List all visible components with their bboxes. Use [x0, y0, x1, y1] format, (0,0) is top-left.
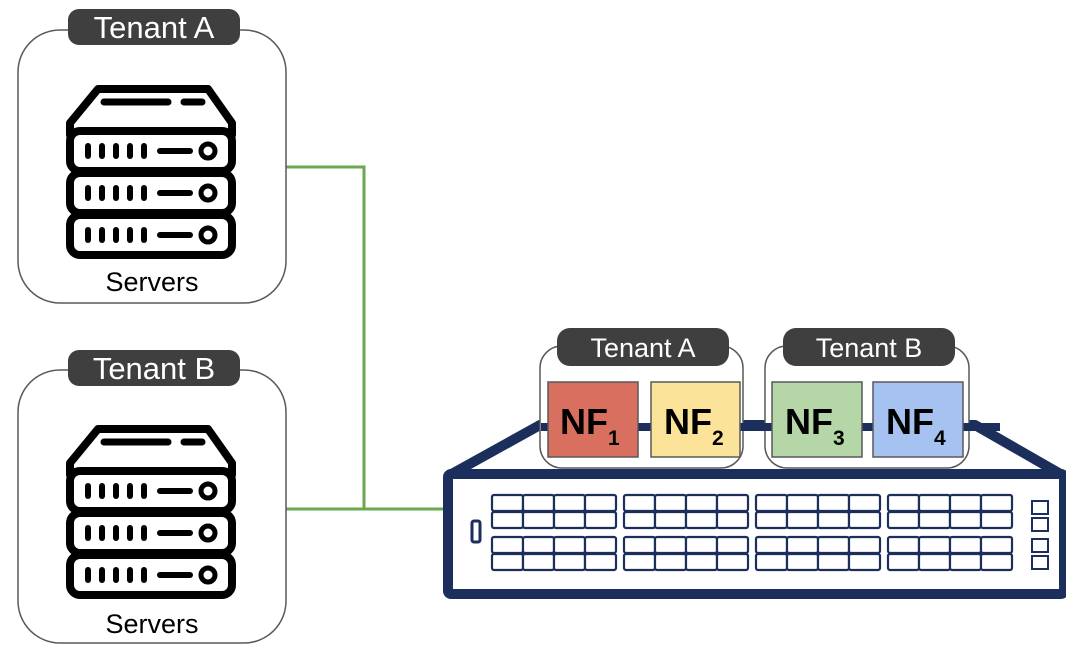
switch-port — [754, 535, 789, 555]
switch-port — [715, 510, 750, 530]
switch-port — [622, 535, 657, 555]
switch-port — [715, 535, 750, 555]
network-links — [286, 165, 446, 511]
switch-port — [816, 552, 851, 572]
switch-port — [653, 535, 688, 555]
ethernet-port-icon — [1031, 517, 1049, 532]
switch-port — [583, 552, 618, 572]
server-rack-icon — [66, 85, 236, 259]
server-group-tenant-a: Tenant A — [17, 9, 287, 304]
servers-caption: Servers — [105, 267, 198, 297]
nf-box-2 — [650, 381, 741, 458]
switch-port — [490, 535, 525, 555]
switch-port — [816, 493, 851, 513]
switch-port — [754, 510, 789, 530]
switch-port — [948, 493, 983, 513]
tenant-label: Tenant B — [816, 333, 923, 363]
switch-port — [552, 510, 587, 530]
switch-port — [684, 493, 719, 513]
switch-port — [521, 493, 556, 513]
switch-port — [816, 535, 851, 555]
switch-port — [979, 510, 1014, 530]
switch-tenant-b: Tenant B NF3 NF4 — [741, 328, 1000, 469]
switch-port — [847, 535, 882, 555]
switch-port — [521, 510, 556, 530]
switch-port — [886, 552, 921, 572]
tenant-label-pill — [68, 9, 240, 45]
switch-port — [917, 535, 952, 555]
switch-port — [917, 493, 952, 513]
switch-port — [653, 552, 688, 572]
switch-port — [622, 493, 657, 513]
switch-port — [715, 552, 750, 572]
tenant-label: Tenant A — [94, 10, 215, 45]
switch-port — [490, 510, 525, 530]
tenant-label-pill — [557, 328, 729, 366]
switch-port — [979, 552, 1014, 572]
switch-port — [785, 552, 820, 572]
switch-port — [490, 493, 525, 513]
switch-port — [684, 552, 719, 572]
switch-port — [785, 535, 820, 555]
switch-port — [816, 510, 851, 530]
switch-port — [917, 510, 952, 530]
nf-box-4 — [872, 381, 964, 458]
nf-label-3: NF3 — [785, 401, 845, 450]
switch-port — [847, 552, 882, 572]
switch-port — [754, 493, 789, 513]
link-tenant-a — [286, 165, 366, 509]
switch-port — [785, 510, 820, 530]
switch-port — [583, 493, 618, 513]
server-group-tenant-b: Tenant B — [17, 350, 287, 644]
server-rack-icon — [66, 425, 236, 599]
nf-label-1: NF1 — [560, 401, 620, 450]
switch-port — [684, 535, 719, 555]
tenant-label-pill — [68, 350, 240, 386]
switch-port — [490, 552, 525, 572]
switch-port — [552, 493, 587, 513]
switch-port — [886, 510, 921, 530]
switch-port — [653, 510, 688, 530]
switch-port — [622, 510, 657, 530]
nf-label-2: NF2 — [664, 401, 724, 450]
tenant-label-pill — [783, 328, 955, 366]
nf-box-1 — [547, 381, 639, 458]
switch-port — [754, 552, 789, 572]
switch-port — [948, 510, 983, 530]
switch-port — [886, 535, 921, 555]
switch-port — [715, 493, 750, 513]
switch-port — [583, 510, 618, 530]
switch-port-grid — [490, 493, 1014, 572]
tenant-label: Tenant A — [590, 333, 695, 363]
ethernet-port-icon — [1031, 538, 1049, 553]
switch-port — [684, 510, 719, 530]
switch-port — [521, 535, 556, 555]
ethernet-ports — [1031, 500, 1049, 570]
switch-port — [948, 552, 983, 572]
switch-front-panel — [443, 469, 1066, 599]
switch-port — [552, 535, 587, 555]
usb-port-icon — [470, 519, 482, 544]
switch-port — [847, 510, 882, 530]
ethernet-port-icon — [1031, 500, 1049, 515]
switch-port — [622, 552, 657, 572]
switch-port — [785, 493, 820, 513]
switch-port — [979, 493, 1014, 513]
switch-port — [583, 535, 618, 555]
ethernet-port-icon — [1031, 555, 1049, 570]
nf-box-3 — [771, 381, 863, 458]
switch-port — [886, 493, 921, 513]
switch-port — [552, 552, 587, 572]
tenant-label: Tenant B — [93, 351, 215, 386]
switch-port — [917, 552, 952, 572]
switch-port — [847, 493, 882, 513]
nf-label-4: NF4 — [886, 401, 946, 450]
switch-port — [948, 535, 983, 555]
servers-caption: Servers — [105, 609, 198, 639]
switch-port — [653, 493, 688, 513]
switch-port — [521, 552, 556, 572]
switch-port — [979, 535, 1014, 555]
switch-device — [443, 420, 1066, 599]
